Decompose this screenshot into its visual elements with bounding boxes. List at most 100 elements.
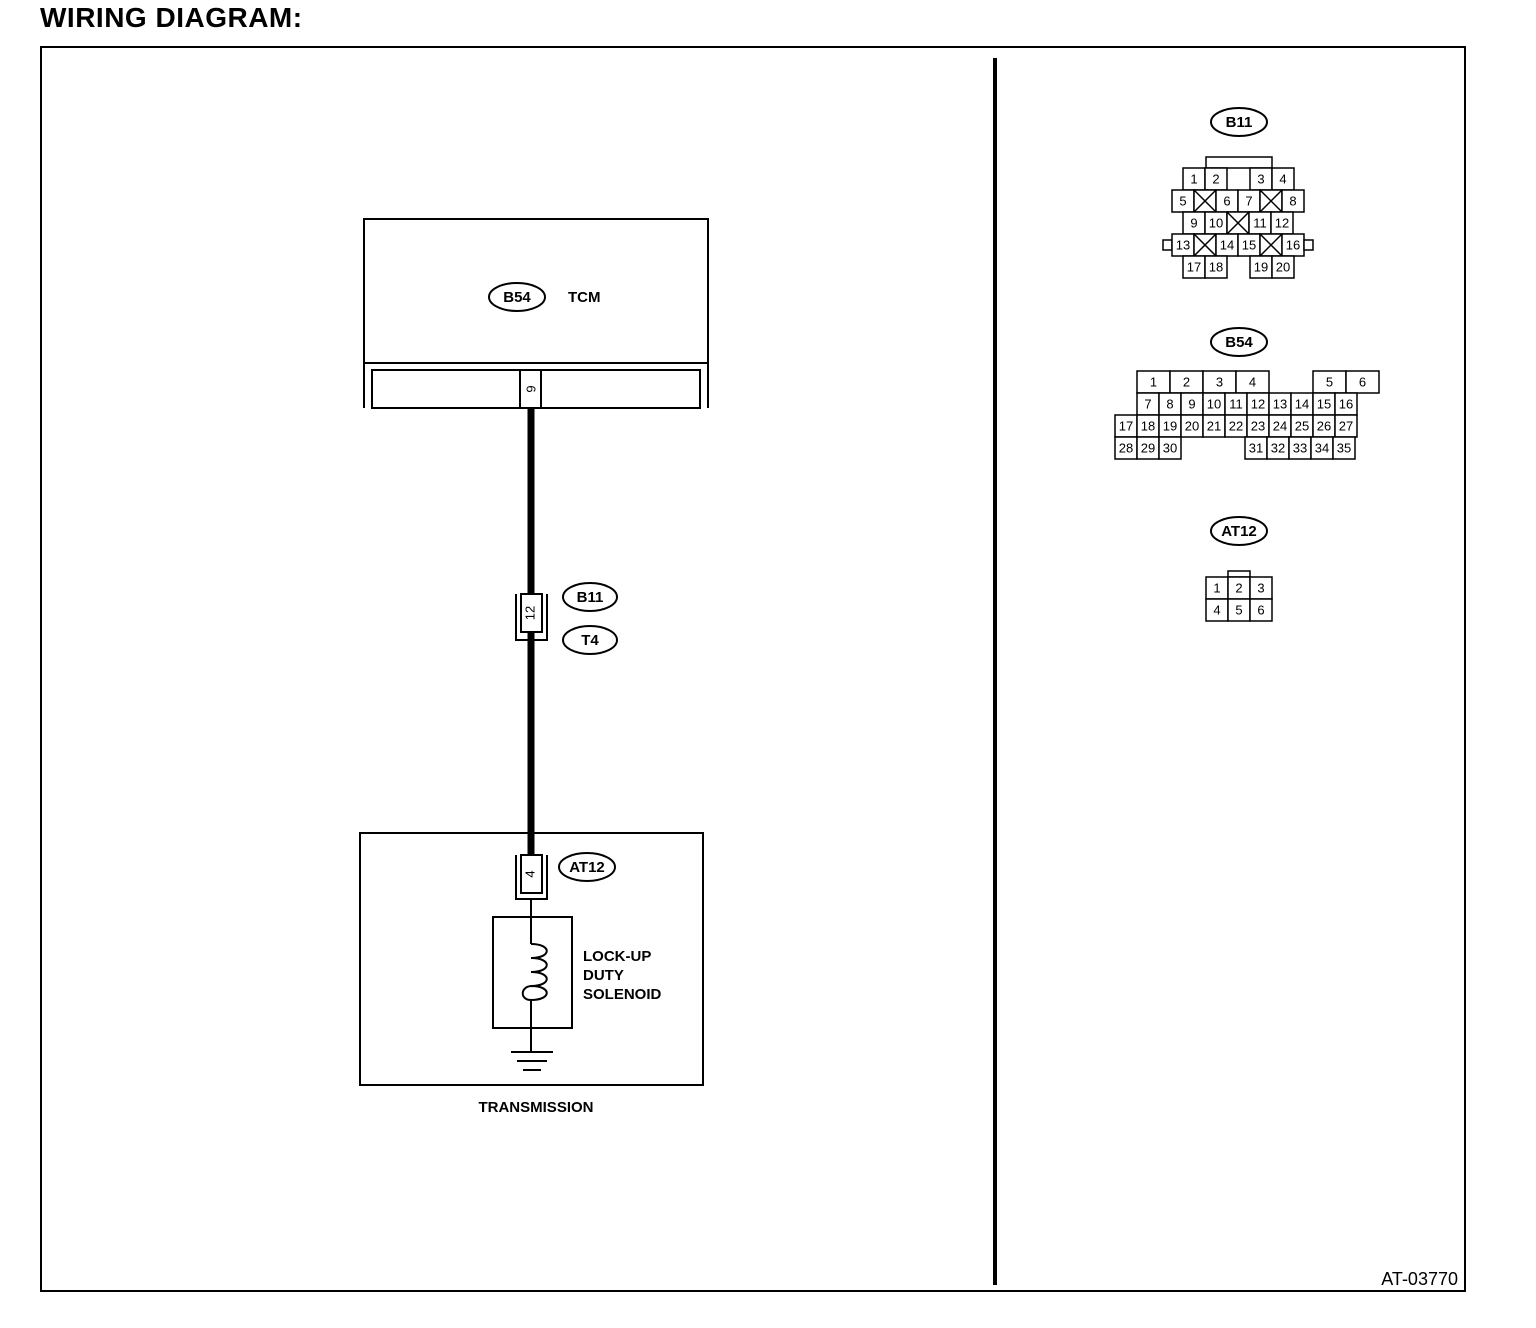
solenoid-box	[492, 916, 573, 1029]
pin-number: 24	[1273, 418, 1287, 433]
pin-number: 18	[1209, 259, 1223, 274]
pin-number: 16	[1286, 237, 1300, 252]
pin-number: 19	[1254, 259, 1268, 274]
pin-number: 5	[1235, 602, 1242, 617]
pin-number: 6	[1359, 374, 1366, 389]
pin-number: 35	[1337, 440, 1351, 455]
pin-number: 34	[1315, 440, 1329, 455]
pin-number: 12	[1275, 215, 1289, 230]
pin-number: 11	[1253, 215, 1267, 230]
pin-number: 30	[1163, 440, 1177, 455]
pin-number: 13	[1273, 396, 1287, 411]
pin-number: 18	[1141, 418, 1155, 433]
at12-connector-id: AT12	[569, 859, 605, 876]
pin-number: 20	[1276, 259, 1290, 274]
pin-number: 15	[1242, 237, 1256, 252]
transmission-label: TRANSMISSION	[478, 1099, 593, 1116]
pin-number: 19	[1163, 418, 1177, 433]
blank-cavity-mark	[1259, 189, 1283, 213]
pin-number: 2	[1235, 580, 1242, 595]
at12-pin-box	[520, 854, 543, 894]
pin-number: 26	[1317, 418, 1331, 433]
pin-number: 21	[1207, 418, 1221, 433]
pin-number: 7	[1144, 396, 1151, 411]
at12-connector-badge	[558, 852, 616, 882]
pin-number: 6	[1223, 193, 1230, 208]
pin-number: 5	[1179, 193, 1186, 208]
pin-number: 3	[1257, 171, 1264, 186]
pin-number: 9	[1188, 396, 1195, 411]
at12-view-badge	[1210, 516, 1268, 546]
joint-connector-badge-top	[562, 582, 618, 612]
b54-pin	[1332, 436, 1356, 460]
solenoid-label-3: SOLENOID	[583, 986, 662, 1003]
b11-pin	[1271, 255, 1295, 279]
pin-number: 14	[1220, 237, 1234, 252]
b54-pin	[1158, 436, 1182, 460]
pin-number: 3	[1216, 374, 1223, 389]
pin-number: 16	[1339, 396, 1353, 411]
tcm-unit: 6 B54 TCM	[363, 218, 709, 409]
joint-connector-badge-bottom	[562, 625, 618, 655]
solenoid-label-2: DUTY	[583, 967, 624, 984]
tcm-label: TCM	[568, 289, 601, 306]
b11-pin	[1204, 255, 1228, 279]
at12-pin: 4	[522, 870, 537, 877]
solenoid-label-1: LOCK-UP	[583, 948, 651, 965]
b54-badge	[1210, 327, 1268, 357]
diagram-frame	[40, 46, 1466, 1292]
joint-connector-bottom: T4	[581, 632, 599, 649]
pin-number: 2	[1212, 171, 1219, 186]
joint-connector-top: B11	[577, 589, 604, 606]
pin-number: 4	[1249, 374, 1256, 389]
pin-number: 12	[1251, 396, 1265, 411]
pin-number: 8	[1289, 193, 1296, 208]
pin-number: 6	[1257, 602, 1264, 617]
pin-number: 7	[1245, 193, 1252, 208]
blank-cavity-mark	[1193, 189, 1217, 213]
pin-number: 31	[1249, 440, 1263, 455]
pin-number: 25	[1295, 418, 1309, 433]
pin-number: 1	[1213, 580, 1220, 595]
pin-number: 9	[1190, 215, 1197, 230]
pin-number: 23	[1251, 418, 1265, 433]
pin-number: 14	[1295, 396, 1309, 411]
pin-number: 29	[1141, 440, 1155, 455]
pin-number: 20	[1185, 418, 1199, 433]
pin-number: 1	[1150, 374, 1157, 389]
pin-number: 22	[1229, 418, 1243, 433]
pin-number: 2	[1183, 374, 1190, 389]
solenoid-coil-icon	[521, 943, 548, 1052]
at12-view-name: AT12	[1221, 523, 1257, 540]
pin-number: 3	[1257, 580, 1264, 595]
b11-lock-tab	[1303, 239, 1314, 251]
pin-number: 33	[1293, 440, 1307, 455]
pin-number: 32	[1271, 440, 1285, 455]
pin-number: 11	[1229, 396, 1243, 411]
at12-pin	[1249, 598, 1273, 622]
b54-name: B54	[1225, 334, 1253, 351]
pin-number: 1	[1190, 171, 1197, 186]
b54-pin	[1345, 370, 1380, 394]
pin-number: 17	[1187, 259, 1201, 274]
pin-number: 27	[1339, 418, 1353, 433]
page-title: WIRING DIAGRAM:	[40, 2, 303, 33]
pin-number: 8	[1166, 396, 1173, 411]
joint-pin: 12	[522, 606, 537, 620]
pin-number: 5	[1326, 374, 1333, 389]
joint-connector: 12 B11 T4	[515, 582, 618, 655]
pin-number: 10	[1209, 215, 1223, 230]
b11-badge	[1210, 107, 1268, 137]
pin-number: 15	[1317, 396, 1331, 411]
figure-reference: AT-03770	[1381, 1269, 1458, 1289]
b11-name: B11	[1226, 114, 1253, 131]
blank-cavity-mark	[1193, 233, 1217, 257]
blank-cavity-mark	[1226, 211, 1250, 235]
tcm-pin: 6	[524, 385, 539, 392]
tcm-connector-id: B54	[503, 289, 531, 306]
tcm-connector-badge	[488, 282, 546, 312]
